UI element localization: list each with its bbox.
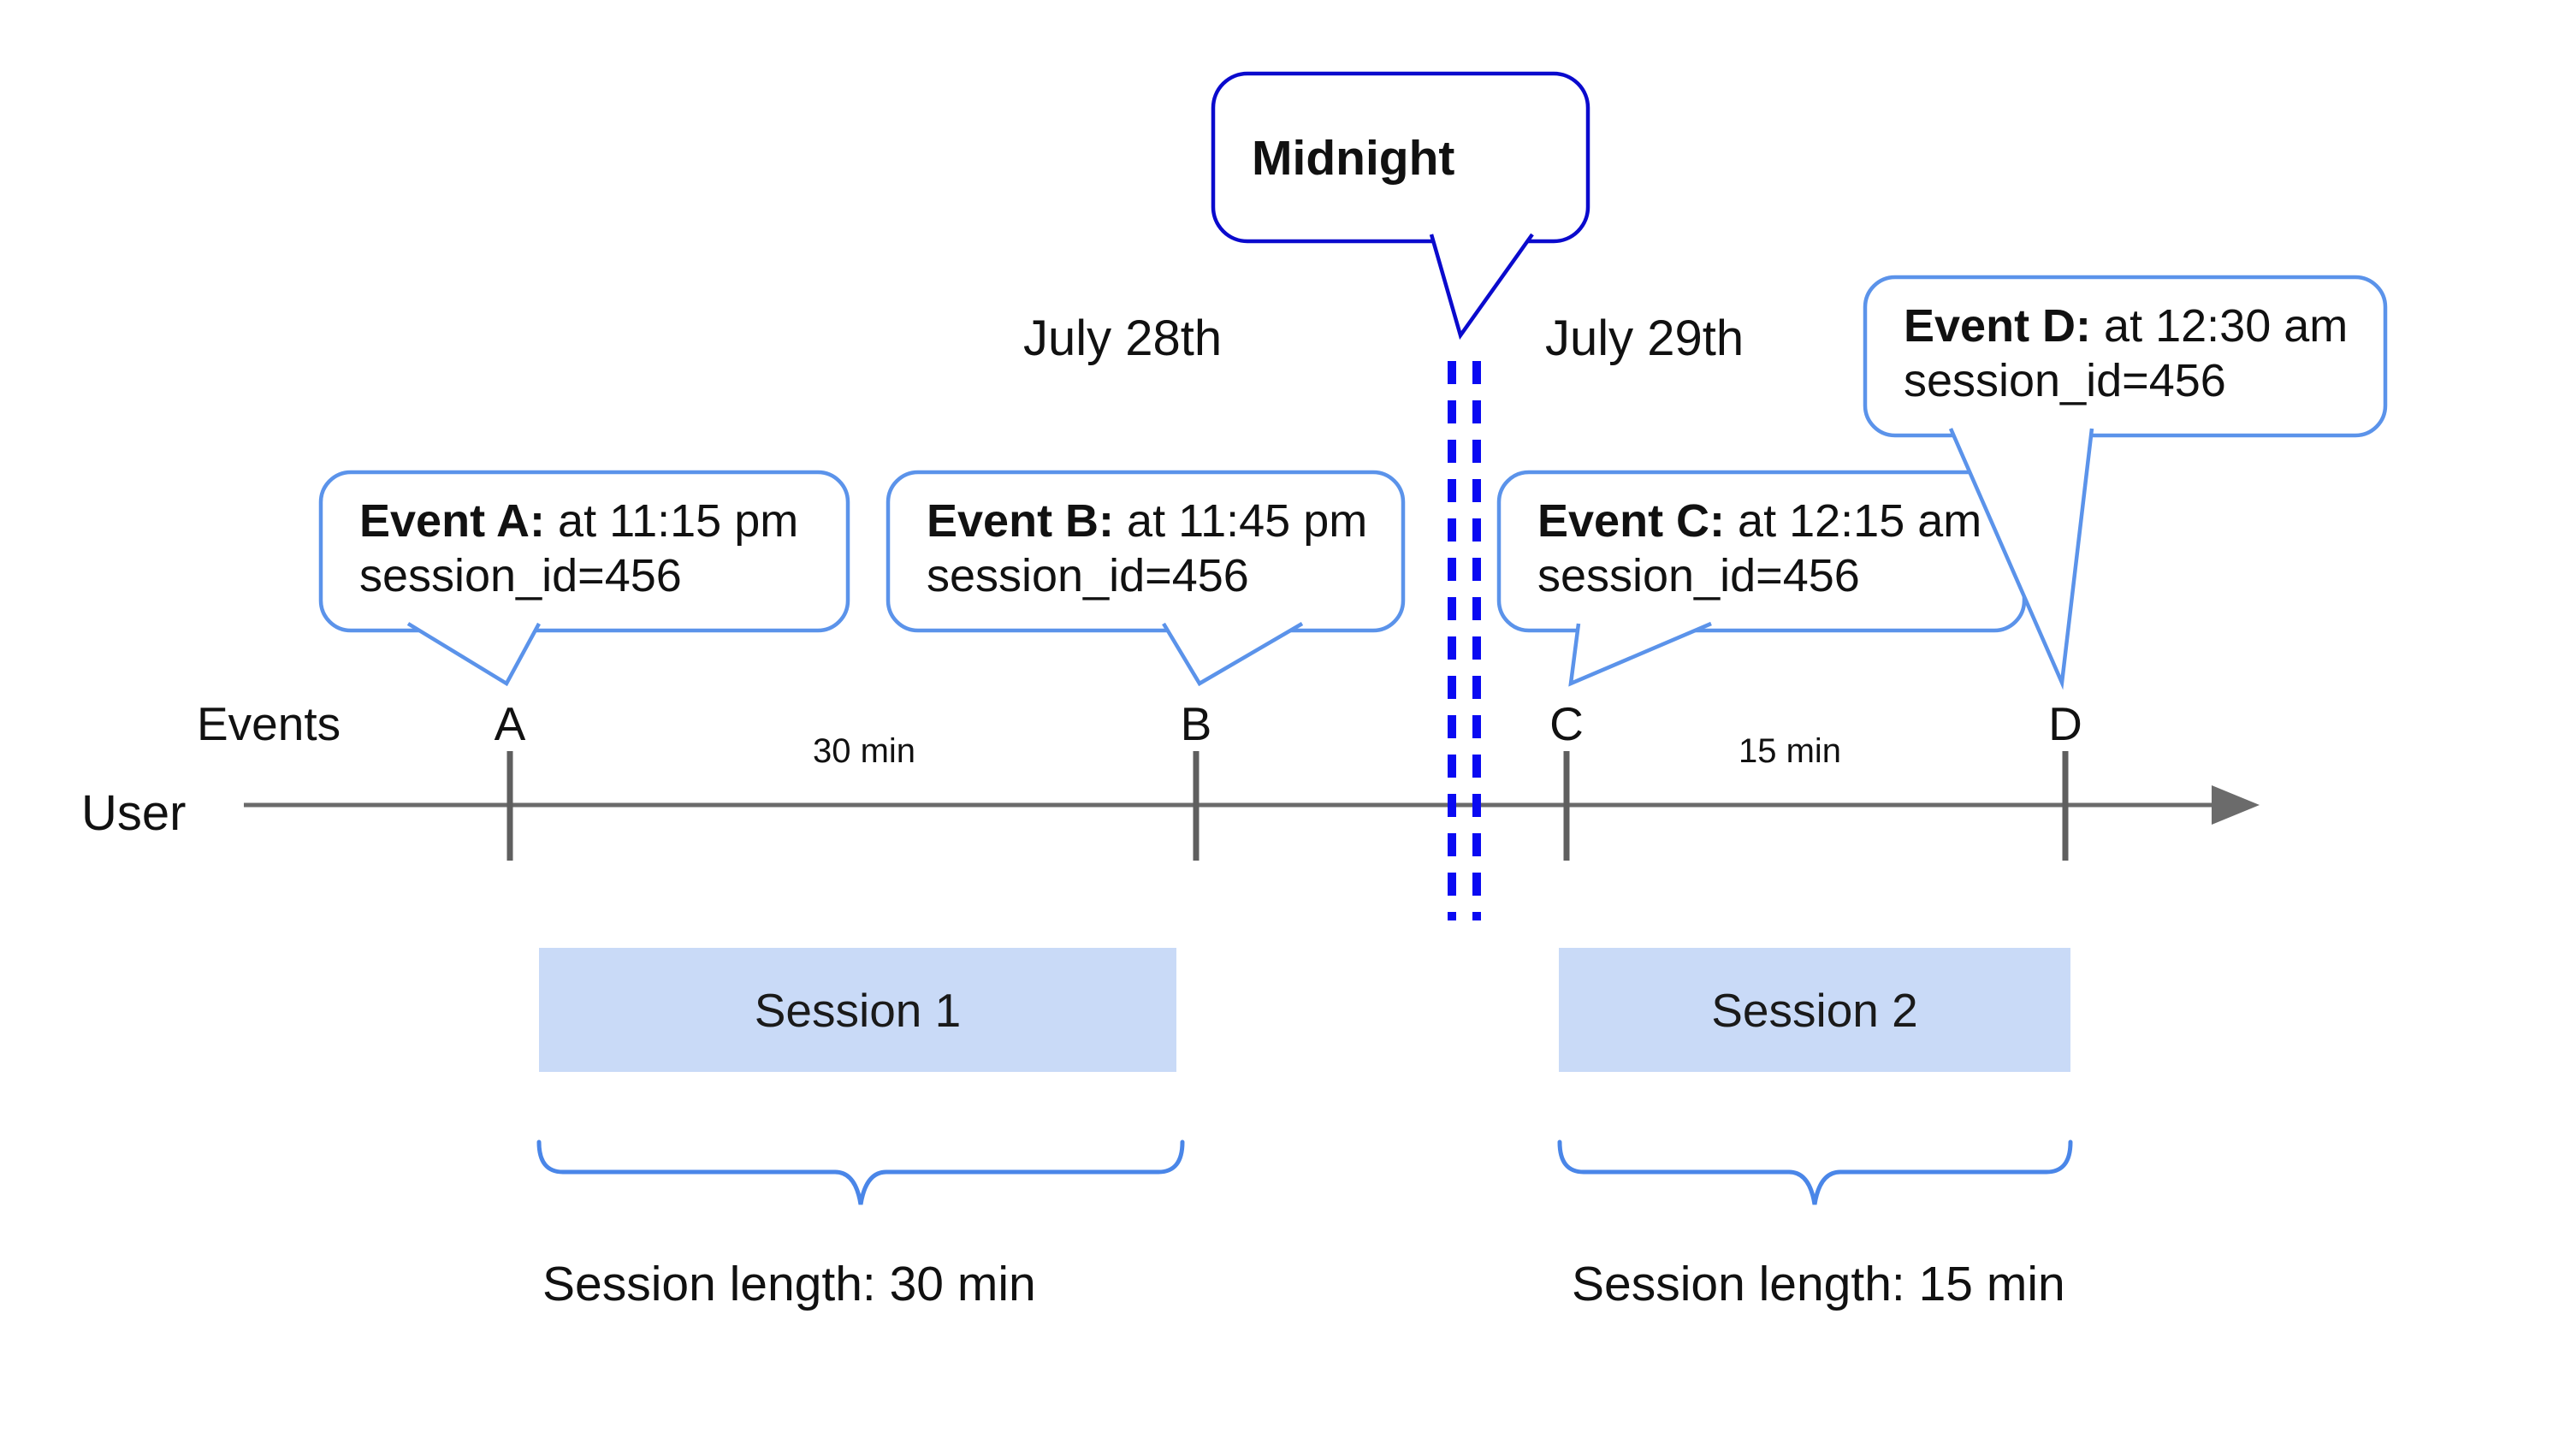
event-a-line1: Event A: at 11:15 pm — [359, 495, 799, 547]
event-a-bubble-text: Event A: at 11:15 pm session_id=456 — [359, 494, 798, 603]
event-d-bubble-text: Event D: at 12:30 am session_id=456 — [1904, 299, 2348, 408]
event-d-line2: session_id=456 — [1904, 354, 2226, 406]
midnight-bubble — [1211, 71, 1590, 244]
session-2-length-caption: Session length: 15 min — [1572, 1257, 2065, 1311]
event-a-line2: session_id=456 — [359, 549, 682, 601]
midnight-bubble-label: Midnight — [1252, 131, 1455, 186]
session-1-length-caption: Session length: 30 min — [542, 1257, 1036, 1311]
events-axis-label: Events — [197, 697, 341, 750]
event-d-line1: Event D: at 12:30 am — [1904, 300, 2349, 352]
date-label-july-28: July 28th — [1023, 311, 1223, 366]
tick-label-d: D — [2048, 697, 2082, 750]
timeline-arrowhead-icon — [2212, 785, 2260, 825]
event-b-bubble-text: Event B: at 11:45 pm session_id=456 — [927, 494, 1367, 603]
session-1-label: Session 1 — [754, 983, 962, 1037]
user-axis-label: User — [81, 785, 187, 841]
interval-label-ab: 30 min — [812, 732, 916, 770]
event-a-bubble-tail — [406, 622, 541, 687]
session-2-brace — [1557, 1139, 2073, 1205]
event-c-line1: Event C: at 12:15 am — [1537, 495, 1982, 547]
event-b-line2: session_id=456 — [927, 549, 1249, 601]
event-c-bubble-tail — [1568, 621, 1712, 687]
session-1-box: Session 1 — [539, 948, 1176, 1072]
session-2-label: Session 2 — [1711, 983, 1918, 1037]
tick-label-c: C — [1549, 697, 1584, 750]
session-2-box: Session 2 — [1559, 948, 2070, 1072]
session-1-brace — [536, 1139, 1185, 1205]
event-b-line1: Event B: at 11:45 pm — [927, 495, 1368, 547]
tick-label-a: A — [494, 697, 526, 750]
event-b-bubble-tail — [1162, 622, 1304, 687]
interval-label-cd: 15 min — [1738, 732, 1842, 770]
event-c-line2: session_id=456 — [1537, 549, 1860, 601]
event-d-bubble — [1863, 275, 2388, 438]
event-d-bubble-tail — [1948, 428, 2094, 690]
date-label-july-29: July 29th — [1545, 311, 1744, 366]
tick-label-b: B — [1180, 697, 1212, 750]
event-c-bubble-text: Event C: at 12:15 am session_id=456 — [1537, 494, 1981, 603]
event-b-bubble — [886, 470, 1406, 633]
event-a-bubble — [318, 470, 850, 633]
midnight-bubble-tail — [1429, 233, 1534, 340]
